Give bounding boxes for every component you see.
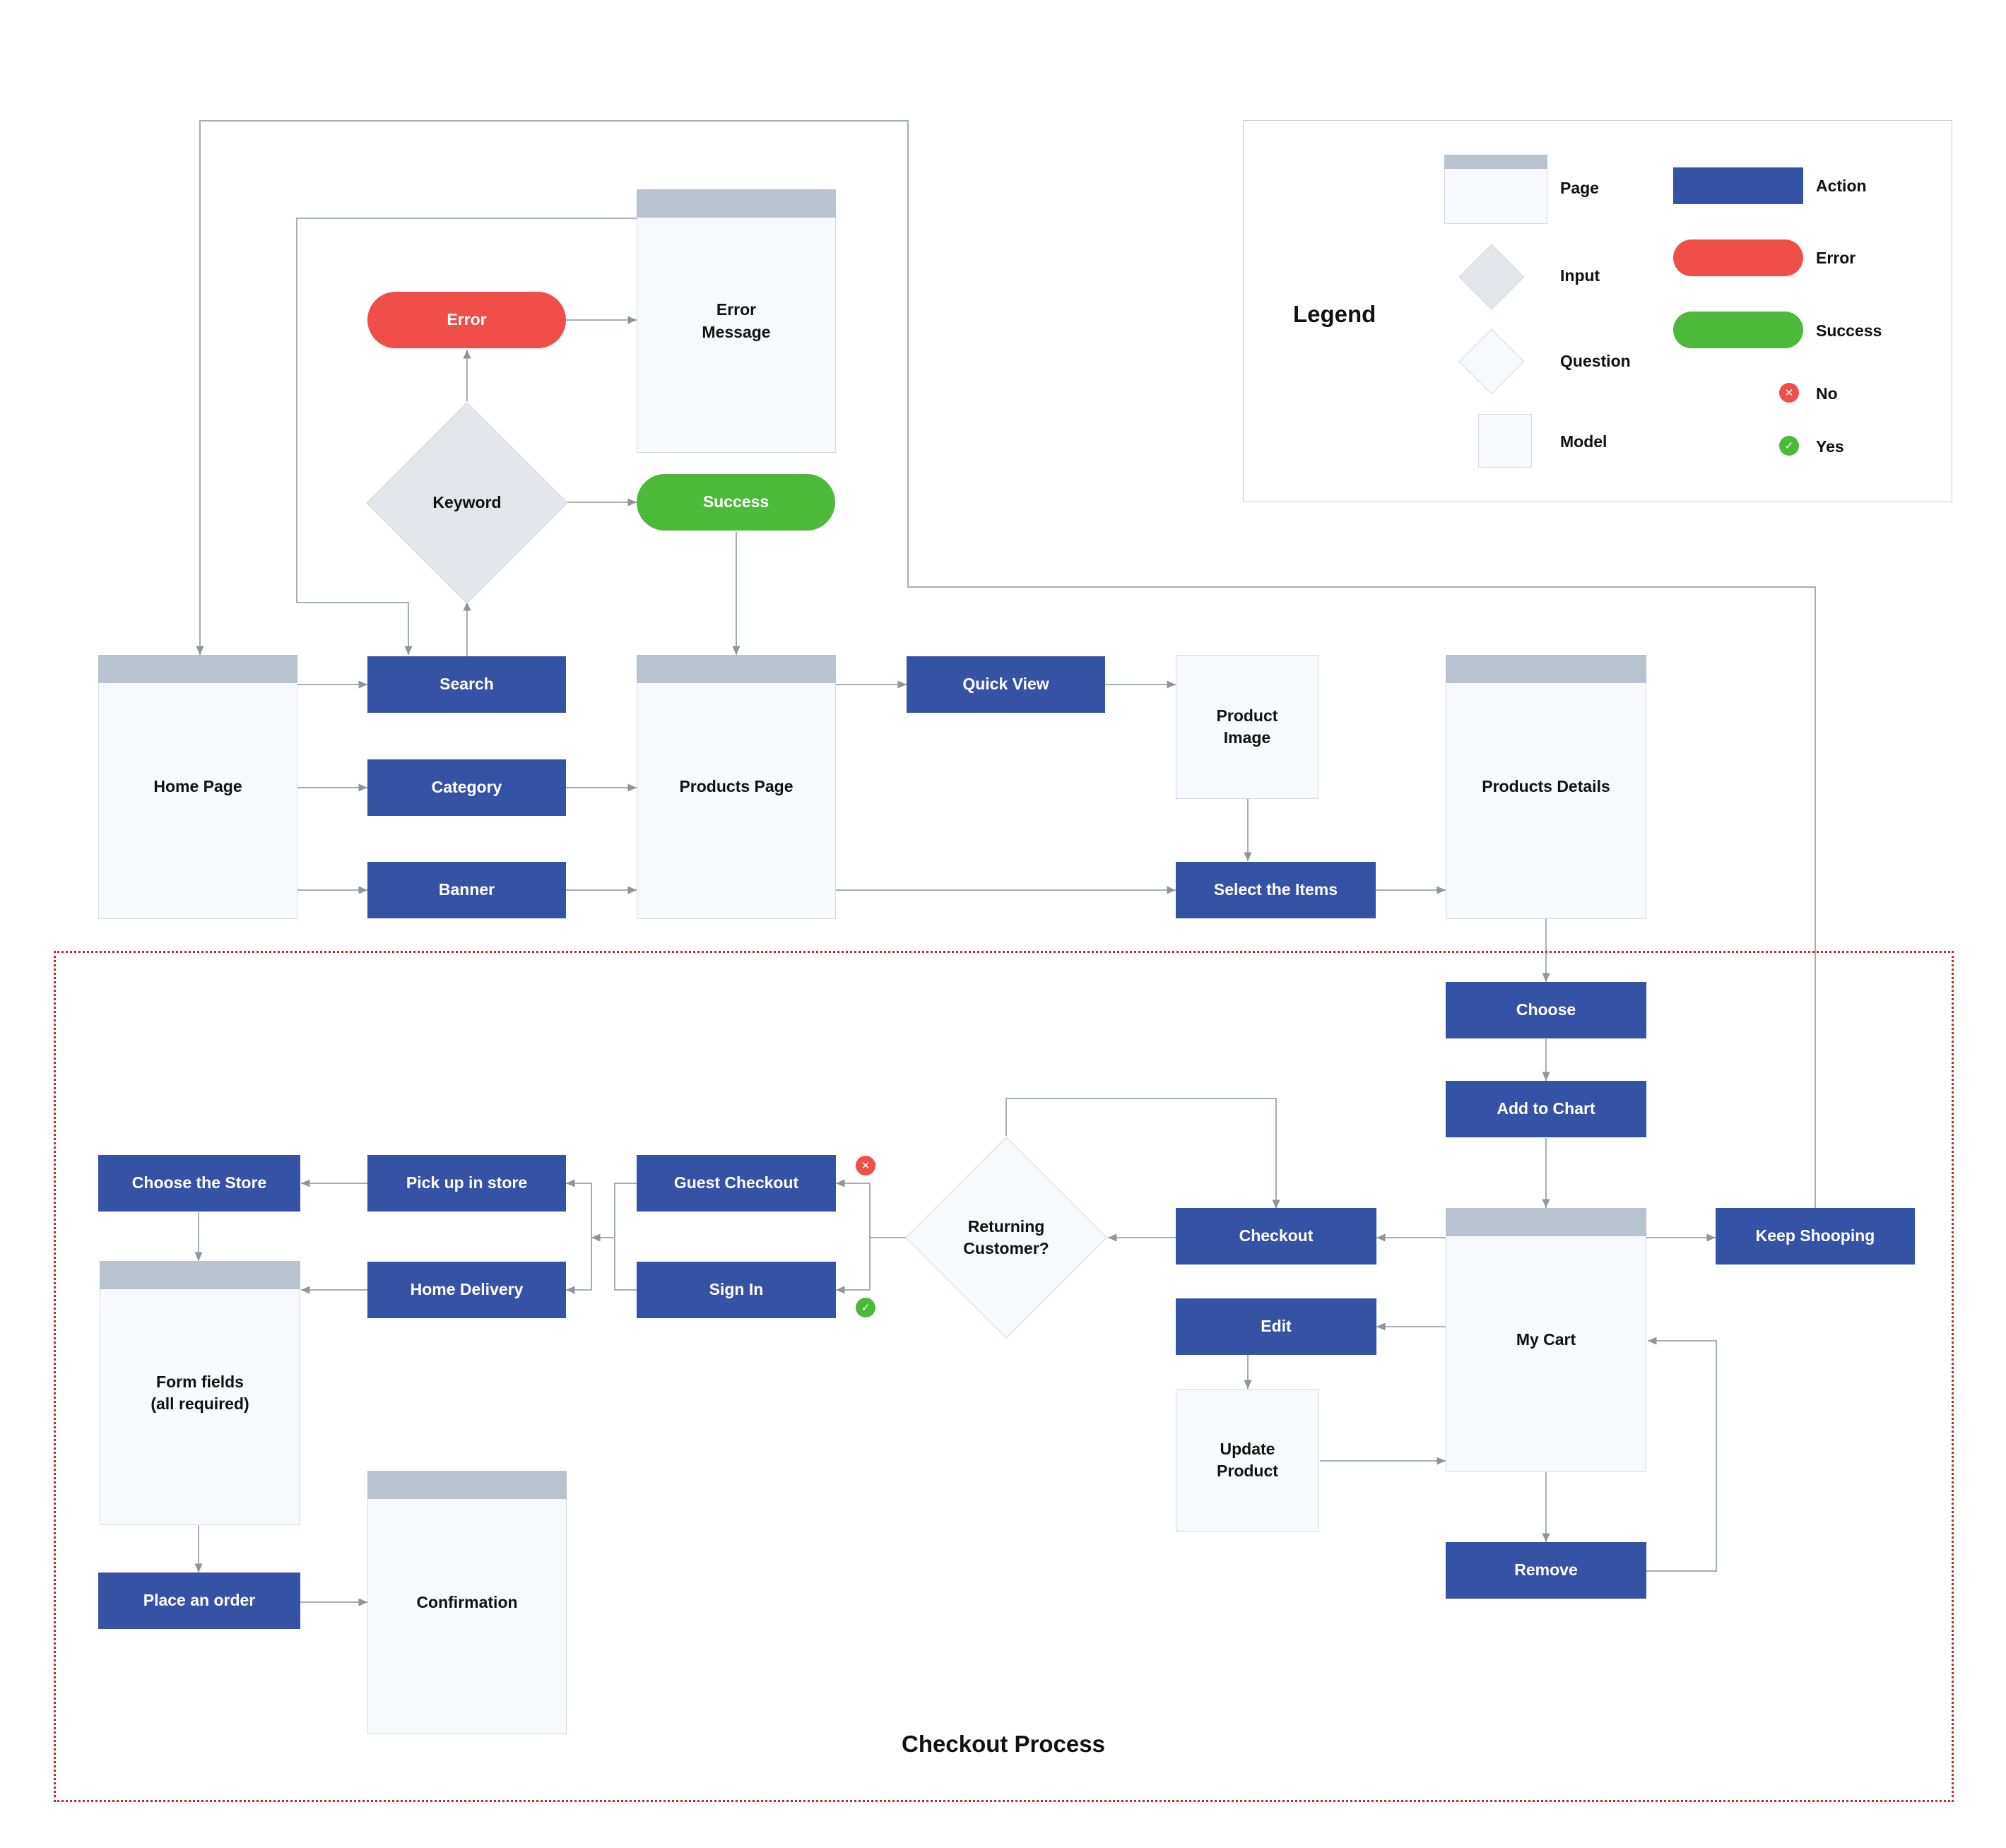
page-header-bar xyxy=(637,189,836,218)
legend-success-label: Success xyxy=(1816,321,1882,340)
legend-model-swatch xyxy=(1478,414,1532,468)
legend-input-swatch xyxy=(1458,244,1525,310)
home-page-node: Home Page xyxy=(98,655,297,919)
legend-model-label: Model xyxy=(1560,432,1607,451)
confirmation-label: Confirmation xyxy=(416,1592,518,1611)
connector xyxy=(566,1183,592,1294)
keyword-input[interactable]: Keyword xyxy=(365,401,569,605)
legend-action-label: Action xyxy=(1816,177,1867,195)
connector xyxy=(1005,1098,1280,1209)
update-product-node: Update Product xyxy=(1176,1389,1319,1532)
my-cart-node: My Cart xyxy=(1446,1208,1646,1472)
close-icon: ✕ xyxy=(856,1156,875,1175)
page-header-bar xyxy=(100,1261,300,1289)
legend-question-label: Question xyxy=(1560,352,1631,370)
check-icon: ✓ xyxy=(856,1298,875,1317)
legend-error-label: Error xyxy=(1816,249,1856,267)
remove-action[interactable]: Remove xyxy=(1446,1542,1646,1599)
products-details-node: Products Details xyxy=(1446,655,1646,919)
legend-title: Legend xyxy=(1293,301,1376,327)
my-cart-label: My Cart xyxy=(1516,1330,1576,1349)
page-header-bar xyxy=(367,1471,567,1499)
checkout-process-region xyxy=(54,951,1954,1802)
connector xyxy=(836,1238,871,1294)
home-delivery-action[interactable]: Home Delivery xyxy=(367,1262,566,1318)
legend-page-swatch xyxy=(1444,155,1547,224)
choose-action[interactable]: Choose xyxy=(1446,982,1646,1038)
error-message-label: Error Message xyxy=(702,300,771,341)
legend-page-label: Page xyxy=(1560,179,1599,197)
products-page-node: Products Page xyxy=(637,655,836,919)
connector xyxy=(836,1179,907,1238)
page-header-bar xyxy=(637,655,836,683)
keyword-label: Keyword xyxy=(432,493,502,512)
legend-yes-label: Yes xyxy=(1816,437,1844,456)
legend-action-swatch xyxy=(1673,167,1803,204)
form-fields-node: Form fields (all required) xyxy=(100,1261,300,1525)
edit-action[interactable]: Edit xyxy=(1176,1298,1376,1355)
confirmation-node: Confirmation xyxy=(367,1471,567,1734)
error-message-node: Error Message xyxy=(637,189,836,453)
close-icon: ✕ xyxy=(1779,383,1799,403)
checkout-action[interactable]: Checkout xyxy=(1176,1208,1376,1264)
legend-success-swatch xyxy=(1673,312,1803,348)
update-product-label: Update Product xyxy=(1217,1439,1278,1480)
check-icon: ✓ xyxy=(1779,436,1799,456)
add-to-chart-action[interactable]: Add to Chart xyxy=(1446,1081,1646,1137)
legend: Legend Page Input Question Model Action … xyxy=(1243,120,1952,502)
product-image-node: Product Image xyxy=(1176,655,1318,799)
select-items-action[interactable]: Select the Items xyxy=(1176,862,1376,918)
connector xyxy=(196,120,1816,1208)
page-header-bar xyxy=(1446,655,1646,683)
page-header-bar xyxy=(98,655,297,683)
products-page-label: Products Page xyxy=(679,777,793,796)
checkout-process-title: Checkout Process xyxy=(902,1731,1105,1757)
connector xyxy=(1646,1337,1717,1572)
connector xyxy=(296,218,637,655)
returning-customer-label: Returning Customer? xyxy=(963,1216,1049,1257)
product-image-label: Product Image xyxy=(1216,706,1278,747)
legend-input-label: Input xyxy=(1560,266,1600,285)
pick-up-in-store-action[interactable]: Pick up in store xyxy=(367,1155,566,1212)
search-action[interactable]: Search xyxy=(367,656,566,713)
home-page-label: Home Page xyxy=(153,777,242,796)
choose-store-action[interactable]: Choose the Store xyxy=(98,1155,300,1212)
page-header-bar xyxy=(1446,1208,1646,1236)
returning-customer-question[interactable]: Returning Customer? xyxy=(904,1136,1108,1339)
page-header-bar xyxy=(1444,155,1547,169)
guest-checkout-action[interactable]: Guest Checkout xyxy=(637,1155,836,1212)
category-action[interactable]: Category xyxy=(367,759,566,816)
keep-shopping-action[interactable]: Keep Shooping xyxy=(1716,1208,1915,1264)
connector xyxy=(614,1183,637,1291)
legend-error-swatch xyxy=(1673,239,1803,276)
legend-question-swatch xyxy=(1458,328,1525,395)
form-fields-label: Form fields (all required) xyxy=(151,1372,249,1413)
sign-in-action[interactable]: Sign In xyxy=(637,1262,836,1318)
legend-no-label: No xyxy=(1816,384,1838,403)
banner-action[interactable]: Banner xyxy=(367,862,566,918)
products-details-label: Products Details xyxy=(1482,777,1610,796)
place-order-action[interactable]: Place an order xyxy=(98,1572,300,1629)
quick-view-action[interactable]: Quick View xyxy=(907,656,1105,713)
error-pill: Error xyxy=(367,292,566,348)
success-pill: Success xyxy=(637,474,835,531)
